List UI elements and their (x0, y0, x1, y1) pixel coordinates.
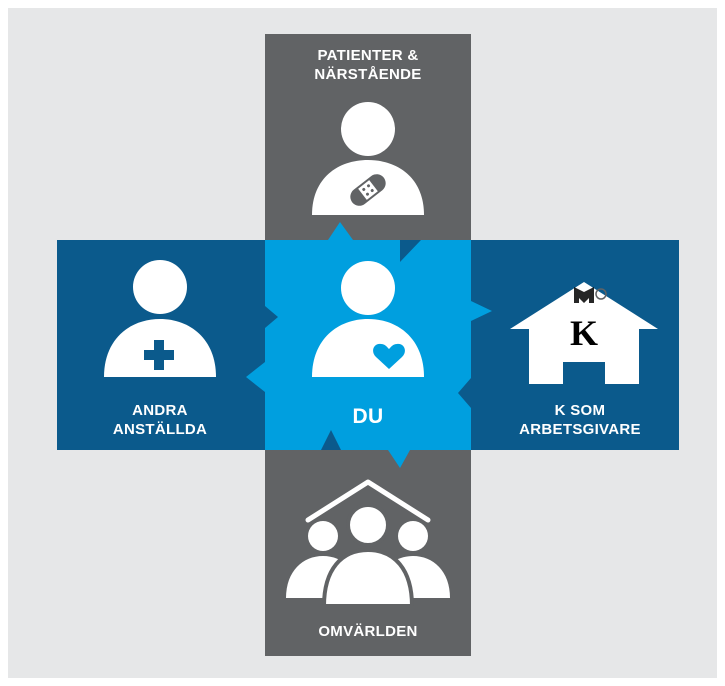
house-with-crown-logo-icon: K (510, 282, 658, 384)
relationship-diagram: PATIENTER & NÄRSTÅENDE ANDRA ANSTÄLLDA D… (57, 34, 679, 656)
bandage-icon (350, 174, 386, 206)
top-label-line2: NÄRSTÅENDE (314, 66, 421, 83)
diagram-stage: PATIENTER & NÄRSTÅENDE ANDRA ANSTÄLLDA D… (8, 8, 717, 678)
right-label-line1: K SOM (555, 402, 606, 419)
staff-with-cross-icon (104, 260, 216, 377)
logo-letter: K (570, 313, 598, 353)
bottom-label: OMVÄRLDEN (318, 623, 417, 640)
left-label-line2: ANSTÄLLDA (113, 421, 207, 438)
top-label-line1: PATIENTER & (317, 47, 418, 64)
center-label: DU (353, 405, 384, 428)
left-label-line1: ANDRA (132, 402, 188, 419)
patient-with-bandage-icon (312, 102, 424, 215)
heart-icon (373, 343, 405, 369)
group-under-roof-icon (286, 479, 450, 608)
right-label-line2: ARBETSGIVARE (519, 421, 641, 438)
person-with-heart-icon (312, 261, 424, 377)
